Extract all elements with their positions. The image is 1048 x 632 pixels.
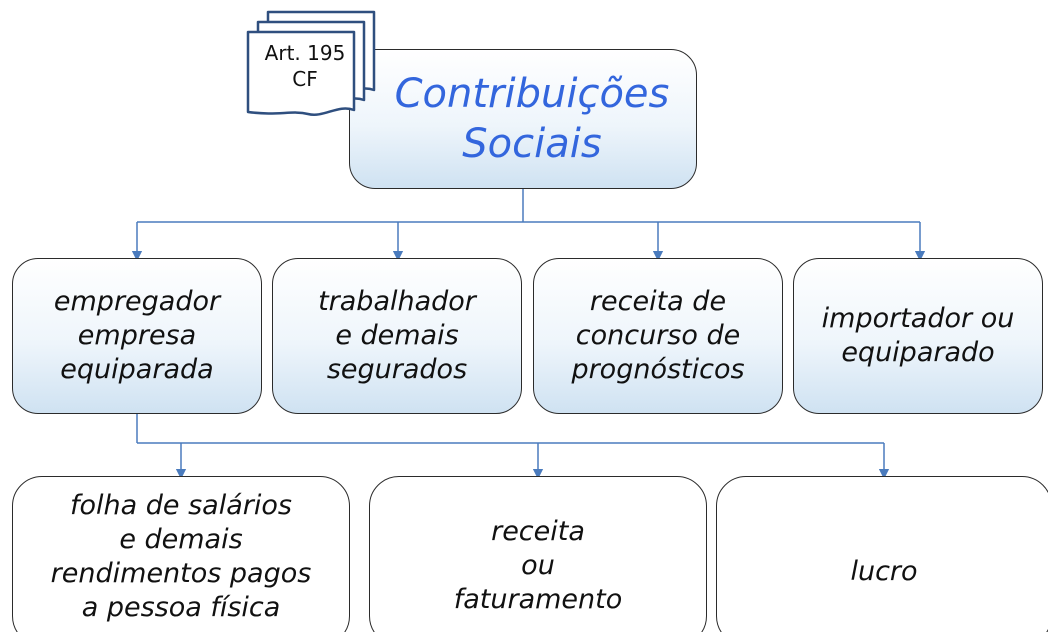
document-stack-icon xyxy=(246,10,376,116)
document-label-line1: Art. 195 xyxy=(264,41,346,65)
root-node-label: Contribuições Sociais xyxy=(394,71,670,167)
root-node-contribuicoes-sociais: Contribuições Sociais xyxy=(349,49,697,189)
category-node-importador: importador ou equiparado xyxy=(793,258,1043,414)
category-label-trabalhador: trabalhador e demais segurados xyxy=(318,286,476,385)
document-label-line2: CF xyxy=(292,67,318,91)
category-node-receita-concurso: receita de concurso de prognósticos xyxy=(533,258,783,414)
category-label-importador: importador ou equiparado xyxy=(821,303,1015,368)
base-label-lucro: lucro xyxy=(850,556,918,587)
category-node-trabalhador: trabalhador e demais segurados xyxy=(272,258,522,414)
base-label-receita-faturamento: receita ou faturamento xyxy=(453,516,623,615)
base-node-lucro: lucro xyxy=(716,476,1048,632)
doc-page-front xyxy=(246,30,356,116)
document-label: Art. 195 CF xyxy=(250,40,360,92)
category-label-empregador: empregador empresa equiparada xyxy=(53,286,221,385)
base-node-folha-salarios: folha de salários e demais rendimentos p… xyxy=(12,476,350,632)
base-label-folha-salarios: folha de salários e demais rendimentos p… xyxy=(50,490,312,623)
category-node-empregador: empregador empresa equiparada xyxy=(12,258,262,414)
category-label-receita-concurso: receita de concurso de prognósticos xyxy=(571,286,745,385)
base-node-receita-faturamento: receita ou faturamento xyxy=(369,476,707,632)
